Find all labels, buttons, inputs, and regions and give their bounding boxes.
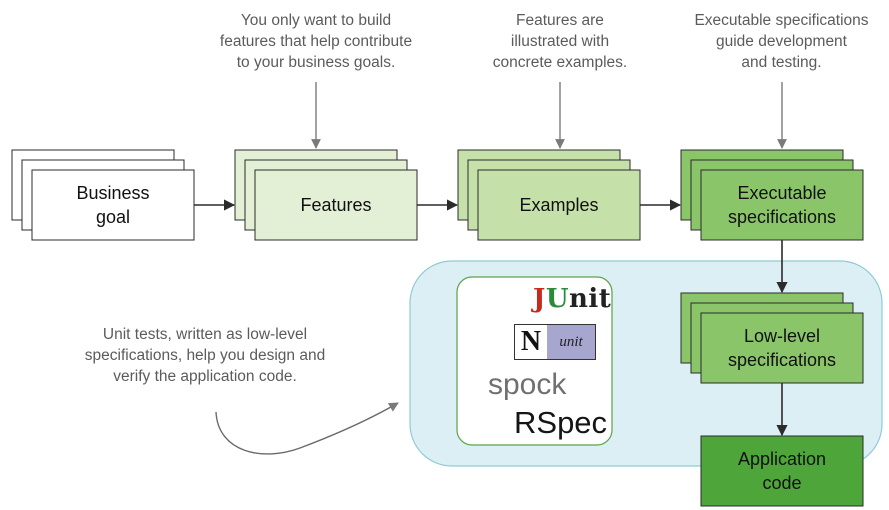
low-level-specs-stack <box>680 292 864 384</box>
application-code-box <box>700 435 864 507</box>
specs-note: Executable specifications guide developm… <box>694 12 869 71</box>
business-goal-stack <box>11 149 195 241</box>
unit-tests-note: Unit tests, written as low-level specifi… <box>84 326 326 385</box>
note-arrow-unit-tests <box>215 402 399 455</box>
features-stack <box>234 149 418 241</box>
features-note: You only want to build features that hel… <box>219 12 413 71</box>
examples-label: Examples <box>519 195 599 215</box>
executable-specs-stack <box>680 149 864 241</box>
examples-stack <box>457 149 641 241</box>
rspec-logo: RSpec <box>514 405 608 440</box>
tools-panel <box>456 276 613 446</box>
examples-note: Features are illustrated with concrete e… <box>492 12 628 71</box>
nunit-logo: N unit <box>514 324 596 360</box>
junit-logo: JUnit <box>533 284 612 314</box>
features-label: Features <box>300 195 372 215</box>
spock-logo: spock <box>488 368 567 401</box>
